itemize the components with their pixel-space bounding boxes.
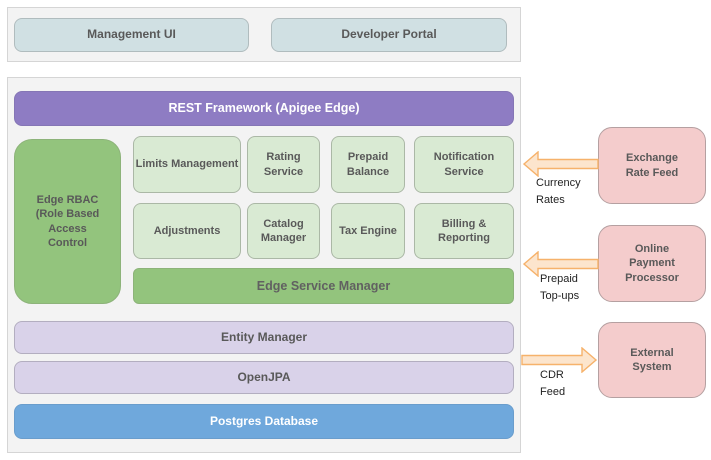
edge-service-manager-bar: Edge Service Manager [133,268,514,304]
adjustments-label: Adjustments [153,224,221,237]
catalog-manager-box: Catalog Manager [247,203,320,259]
rating-service-label: Rating Service [263,151,304,178]
postgres-database-label: Postgres Database [209,413,319,428]
prepaid-balance-label: Prepaid Balance [346,151,390,178]
catalog-manager-label: Catalog Manager [260,217,307,244]
notification-service-box: Notification Service [414,136,514,193]
external-system-box: External System [598,322,706,398]
postgres-database-bar: Postgres Database [14,404,514,439]
developer-portal-label: Developer Portal [341,27,437,42]
entity-manager-bar: Entity Manager [14,321,514,354]
management-ui-box: Management UI [14,18,249,52]
exchange-rate-feed-box: Exchange Rate Feed [598,127,706,204]
rest-framework-bar: REST Framework (Apigee Edge) [14,91,514,126]
edge-rbac-box: Edge RBAC (Role Based Access Control [14,139,121,304]
openjpa-label: OpenJPA [237,369,291,384]
openjpa-bar: OpenJPA [14,361,514,394]
tax-engine-box: Tax Engine [331,203,405,259]
adjustments-box: Adjustments [133,203,241,259]
entity-manager-label: Entity Manager [220,329,307,344]
cdr-feed-label: CDR Feed [540,369,566,399]
rest-framework-label: REST Framework (Apigee Edge) [168,101,360,116]
developer-portal-box: Developer Portal [271,18,507,52]
rating-service-box: Rating Service [247,136,320,193]
limits-management-label: Limits Management [135,158,239,171]
platform-container: REST Framework (Apigee Edge) Edge RBAC (… [7,77,521,453]
edge-service-manager-label: Edge Service Manager [256,278,391,293]
management-ui-label: Management UI [87,27,176,42]
limits-management-box: Limits Management [133,136,241,193]
prepaid-balance-box: Prepaid Balance [331,136,405,193]
cdr-feed-arrow-icon [521,347,597,373]
edge-rbac-label: Edge RBAC (Role Based Access Control [35,193,100,249]
currency-rates-label: Currency Rates [536,177,581,207]
online-payment-processor-box: Online Payment Processor [598,225,706,302]
notification-service-label: Notification Service [433,151,495,178]
currency-rates-arrow-icon [523,151,599,177]
exchange-rate-feed-label: Exchange Rate Feed [625,152,679,179]
prepaid-topups-arrow-icon [523,251,599,277]
client-layer-container: Management UI Developer Portal [7,7,521,62]
external-system-label: External System [630,346,674,373]
online-payment-processor-label: Online Payment Processor [625,243,679,284]
billing-reporting-box: Billing & Reporting [414,203,514,259]
prepaid-topups-label: Prepaid Top-ups [540,273,580,303]
tax-engine-label: Tax Engine [339,224,397,237]
billing-reporting-label: Billing & Reporting [438,217,490,244]
